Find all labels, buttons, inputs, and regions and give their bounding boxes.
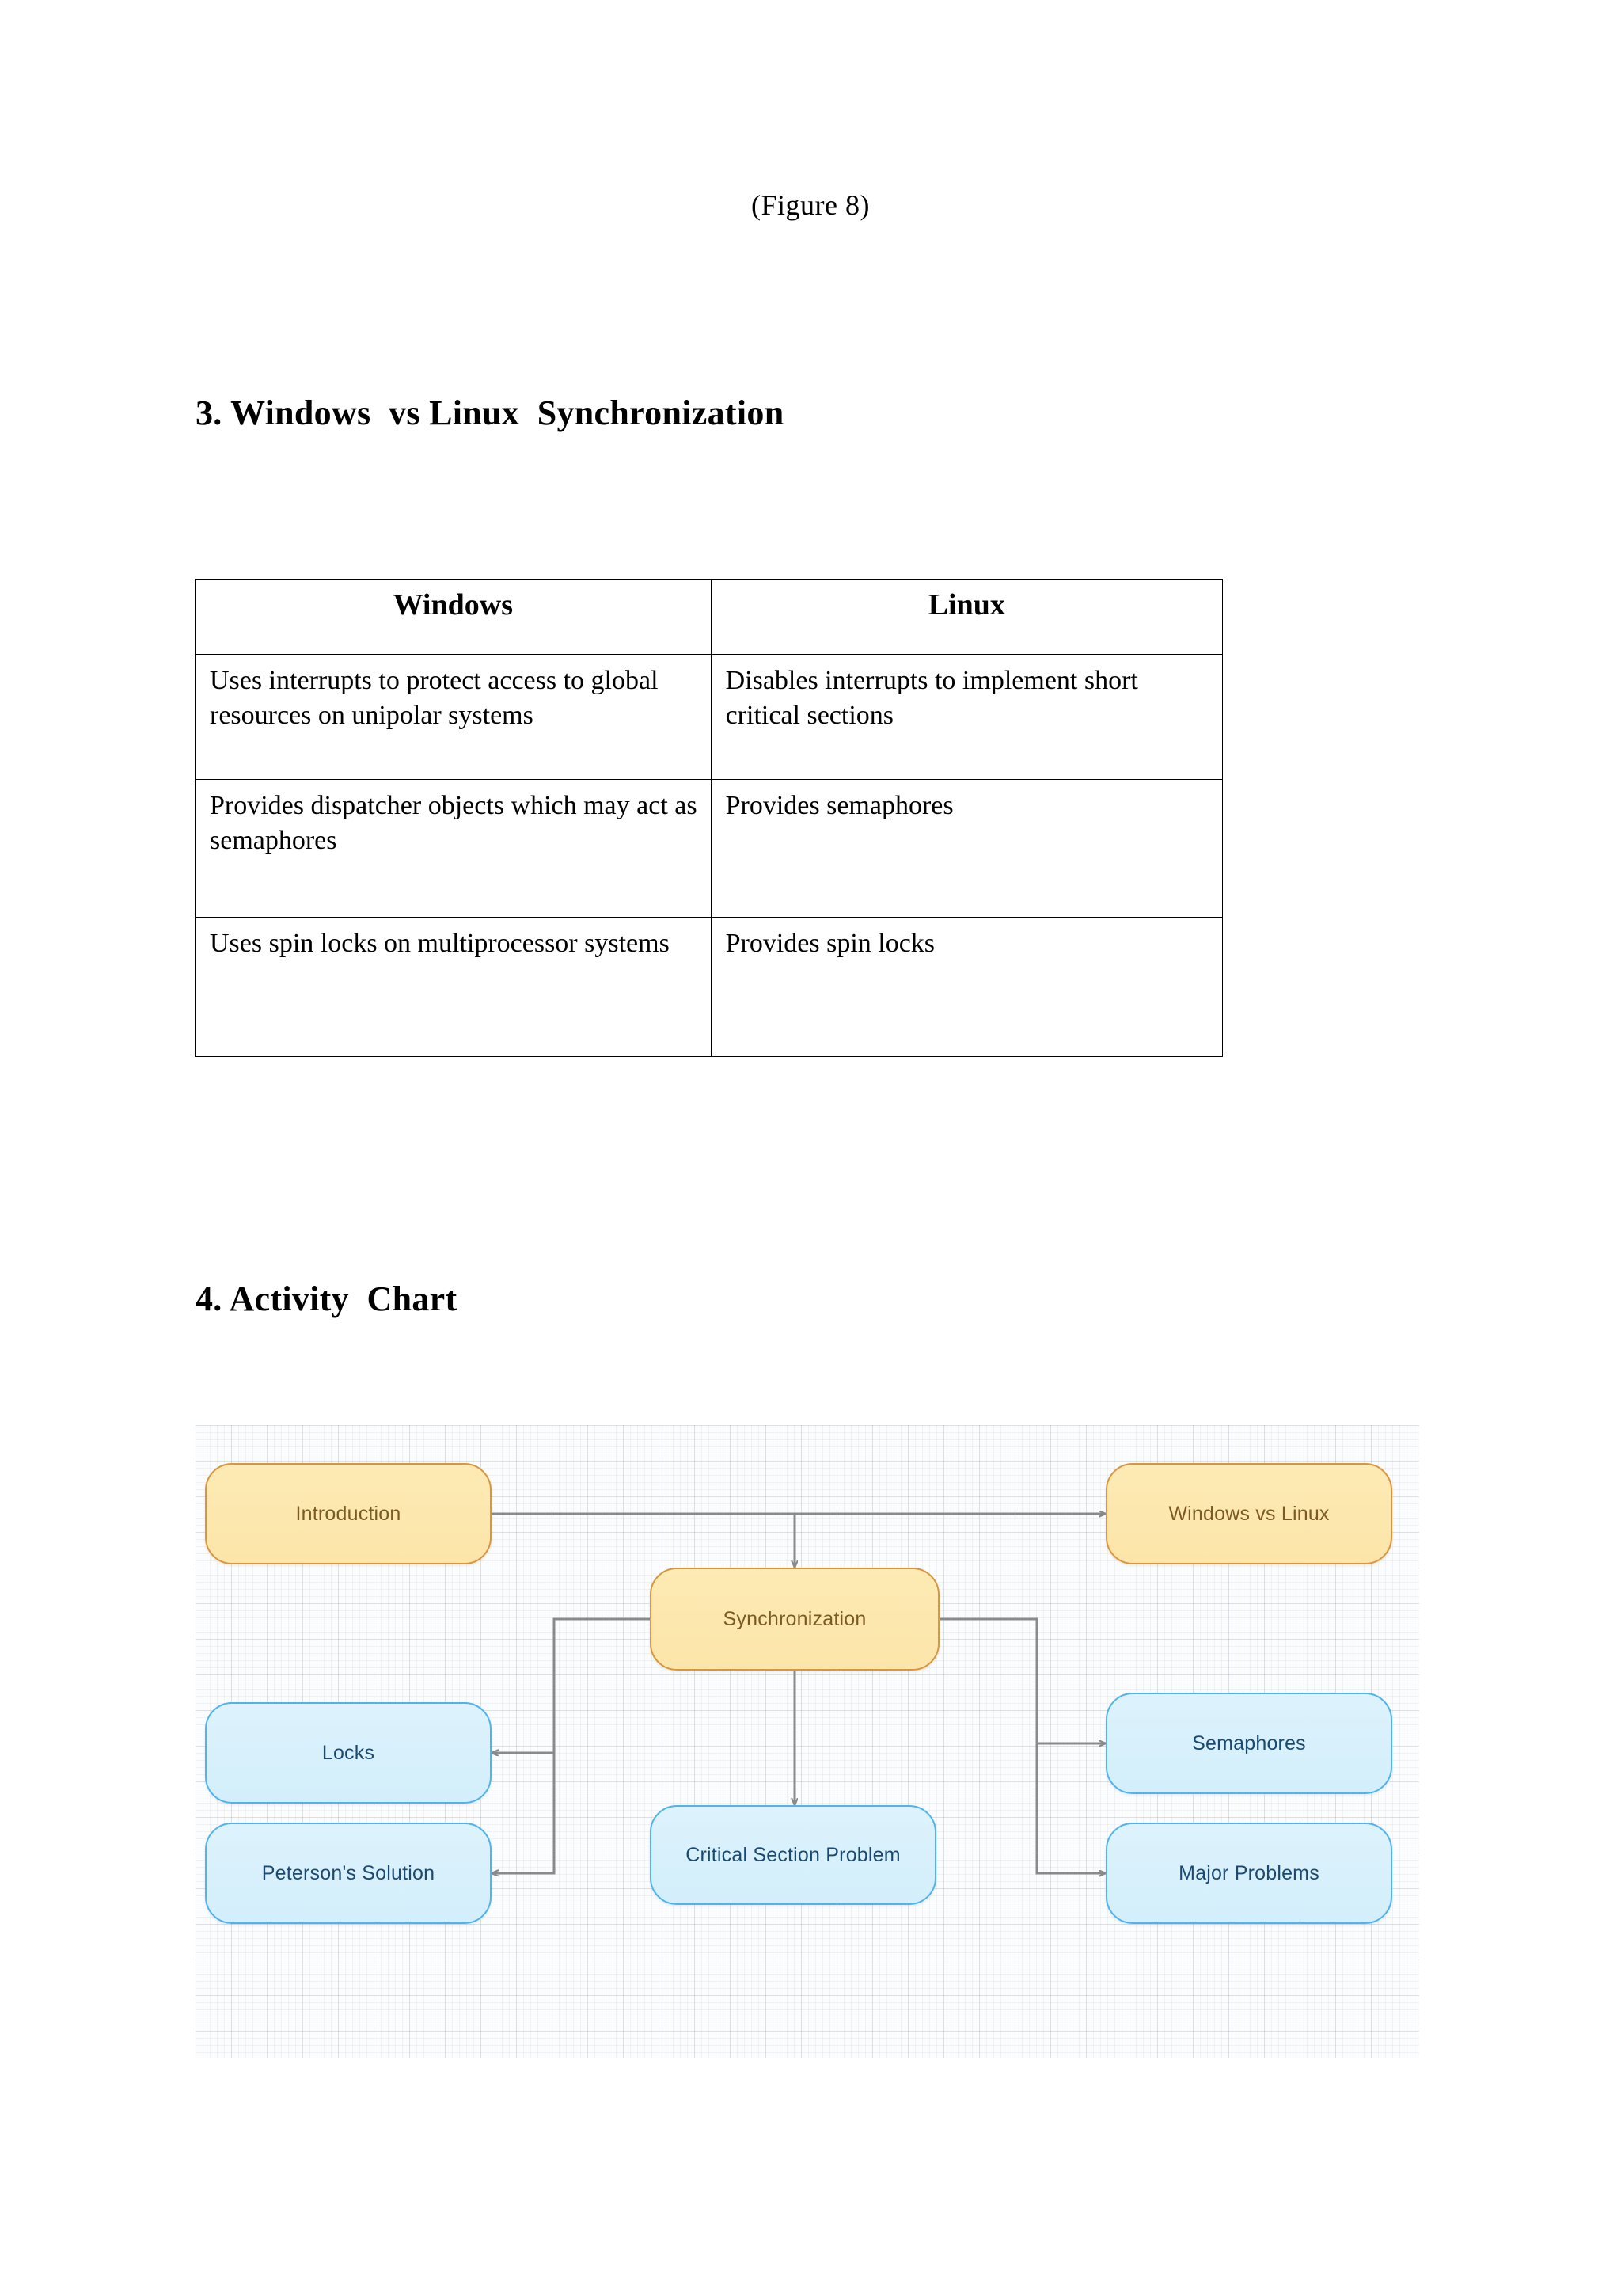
cell-linux-3: Provides spin locks [710, 917, 1224, 1057]
node-label: Semaphores [1192, 1732, 1306, 1754]
diagram-connectors [490, 1425, 1107, 2058]
cell-windows-3: Uses spin locks on multiprocessor system… [195, 917, 712, 1057]
windows-linux-comparison-table: Windows Linux Uses interrupts to protect… [195, 579, 1224, 1057]
diagram-node-synchronization[interactable]: Synchronization [650, 1568, 940, 1671]
diagram-node-major-problems[interactable]: Major Problems [1106, 1823, 1392, 1924]
column-header-windows: Windows [195, 579, 712, 655]
diagram-node-petersons-solution[interactable]: Peterson's Solution [205, 1823, 492, 1924]
table-header-row: Windows Linux [195, 579, 1224, 655]
diagram-node-windows-vs-linux[interactable]: Windows vs Linux [1106, 1463, 1392, 1564]
node-label: Locks [321, 1741, 375, 1764]
figure-caption: (Figure 8) [751, 189, 870, 221]
column-header-linux: Linux [710, 579, 1224, 655]
section-heading-activity-chart: 4. Activity Chart [196, 1279, 457, 1318]
cell-linux-1: Disables interrupts to implement short c… [710, 654, 1224, 780]
edge-synchronization-to-major-problems [938, 1617, 1107, 1873]
cell-windows-2: Provides dispatcher objects which may ac… [195, 779, 712, 918]
node-label: Synchronization [723, 1607, 867, 1630]
section-heading-windows-vs-linux: 3. Windows vs Linux Synchronization [196, 393, 784, 432]
table-row: Provides dispatcher objects which may ac… [195, 779, 1224, 918]
node-label: Windows vs Linux [1168, 1502, 1330, 1525]
diagram-node-semaphores[interactable]: Semaphores [1106, 1693, 1392, 1794]
diagram-node-introduction[interactable]: Introduction [205, 1463, 492, 1564]
node-label: Peterson's Solution [261, 1861, 435, 1884]
table-row: Uses spin locks on multiprocessor system… [195, 917, 1224, 1057]
cell-windows-1: Uses interrupts to protect access to glo… [195, 654, 712, 780]
node-label: Introduction [295, 1502, 401, 1525]
diagram-node-locks[interactable]: Locks [205, 1702, 492, 1804]
diagram-node-critical-section-problem[interactable]: Critical Section Problem [650, 1805, 936, 1905]
cell-linux-2: Provides semaphores [710, 779, 1224, 918]
edge-synchronization-to-peterson [490, 1617, 651, 1873]
activity-chart-diagram: Introduction Windows vs Linux Synchroniz… [196, 1425, 1419, 2058]
table-row: Uses interrupts to protect access to glo… [195, 654, 1224, 780]
node-label: Major Problems [1179, 1861, 1319, 1884]
node-label: Critical Section Problem [685, 1843, 901, 1866]
